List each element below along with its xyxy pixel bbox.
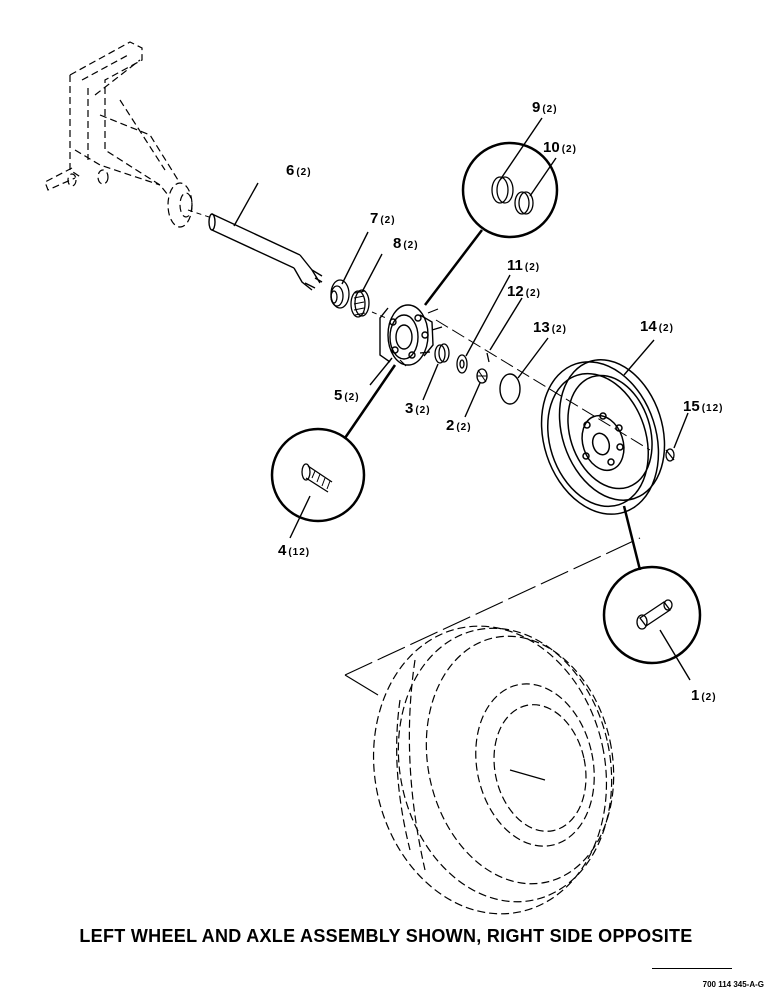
diagram-caption: LEFT WHEEL AND AXLE ASSEMBLY SHOWN, RIGH… (79, 926, 693, 946)
callout-3: 3(2) (405, 400, 431, 417)
axle-spindle (208, 213, 323, 291)
callout-9: 9(2) (532, 99, 558, 116)
callout-1: 1(2) (691, 687, 717, 704)
spindle-washer (456, 354, 468, 374)
callout-14: 14(2) (640, 318, 674, 335)
tire-phantom (372, 625, 615, 915)
callout-7: 7(2) (370, 210, 396, 227)
wheel-rim (540, 359, 666, 515)
detail-circle-valve-stem (602, 505, 702, 665)
callout-labels: 1(2) 2(2) 3(2) 4(12) 5(2) 6(2) 7(2) 8(2)… (278, 99, 723, 704)
wheel-hub (379, 304, 443, 367)
doc-ref-rule (652, 968, 732, 969)
callout-15: 15(12) (683, 398, 723, 415)
callout-6: 6(2) (286, 162, 312, 179)
inner-bearing (350, 289, 370, 318)
leader-lines (233, 117, 691, 681)
callout-2: 2(2) (446, 417, 472, 434)
callout-13: 13(2) (533, 319, 567, 336)
projection-lines (344, 537, 641, 696)
callout-10: 10(2) (543, 139, 577, 156)
document-reference: 700 114 345-A-G (702, 980, 764, 989)
outer-bearing (434, 343, 450, 364)
detail-circle-bearing-cups (424, 141, 559, 306)
callout-4: 4(12) (278, 542, 310, 559)
lug-nut (665, 448, 675, 462)
callout-5: 5(2) (334, 387, 360, 404)
detail-circle-wheel-stud (270, 364, 397, 523)
grease-seal (330, 279, 350, 309)
frame-bracket (44, 41, 193, 228)
callout-12: 12(2) (507, 283, 541, 300)
cotter-pin (486, 352, 490, 363)
dust-cap (499, 373, 521, 405)
callout-8: 8(2) (393, 235, 419, 252)
callout-11: 11(2) (507, 257, 540, 274)
spindle-nut (476, 368, 488, 384)
